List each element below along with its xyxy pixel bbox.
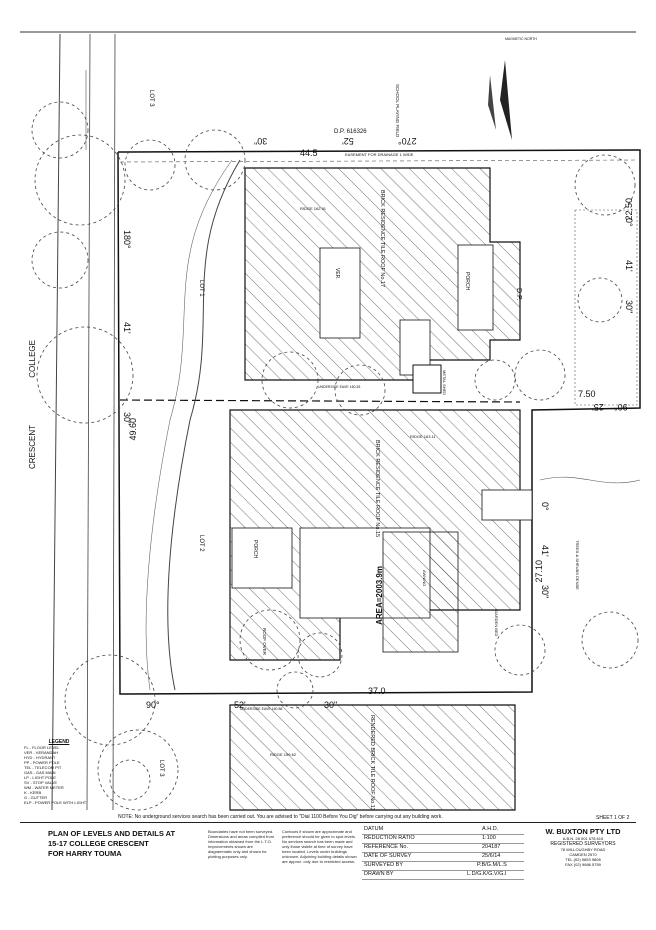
- ridge-label: RIDGE 159.62: [270, 752, 297, 757]
- underside-eave-label: UNDERSIDE EAVE 160.53: [318, 385, 361, 389]
- title-block: PLAN OF LEVELS AND DETAILS AT 15-17 COLL…: [20, 822, 636, 901]
- bearing-bottom-sec: 30": [324, 700, 338, 710]
- legend-item: LP - LIGHT POLE: [24, 775, 56, 780]
- building-13-label: RENDERED BRICK TILE ROOF No.13: [369, 715, 375, 811]
- sheet-number: SHEET 1 OF 2: [596, 815, 630, 821]
- company-block: W. BUXTON PTY LTD A.B.N. 28 001 678 615 …: [530, 827, 636, 867]
- underside-eave-label: UNDERSIDE EAVE 160.86: [240, 707, 283, 711]
- bearing-left-sec: 30": [122, 412, 132, 426]
- trees-label: TREES & SHRUBS DENSE: [575, 540, 580, 590]
- bearing-left-min: 41': [122, 322, 132, 334]
- north-label: MAGNETIC NORTH: [505, 37, 537, 41]
- bearing-right-lower: 0°: [540, 502, 550, 511]
- awning-label: AWNING: [422, 570, 427, 587]
- bearing-top-sec: 30": [254, 136, 268, 146]
- metal-shed: [412, 364, 442, 394]
- area-label: AREA=2003.9m: [375, 566, 384, 625]
- building-17-label: BRICK RESIDENCE TILE ROOF No.17: [379, 190, 385, 288]
- kerb-line: [51, 33, 61, 811]
- porch-label: PORCH: [252, 540, 258, 559]
- length-bottom: 37.0: [368, 686, 386, 696]
- company-address: 78 WILLOUGHBY ROAD: [560, 847, 606, 852]
- bearing-top: 270°: [398, 136, 417, 146]
- legend-item: GAS - GAS MAIN: [24, 770, 56, 775]
- company-address: CAMDEN 2570: [569, 852, 597, 857]
- legend-item: K - KERB: [24, 790, 42, 795]
- bearing-right-upper-min: 41': [624, 260, 634, 272]
- easement-label: EASEMENT FOR DRAINAGE 1 WIDE: [345, 152, 414, 157]
- street-name-college: COLLEGE: [28, 340, 37, 378]
- company-tel: TEL (02) 9653 9808: [565, 857, 601, 862]
- ridge-label: RIDGE 162.91: [300, 206, 327, 211]
- bearing-bottom-min: 52': [234, 700, 246, 710]
- legend-item: VER - VERANDAH: [24, 750, 59, 755]
- lot-label: LOT 2: [198, 535, 204, 552]
- length-top: 44.5: [300, 148, 318, 158]
- plan-title: PLAN OF LEVELS AND DETAILS AT 15-17 COLL…: [48, 829, 198, 859]
- title-line: 15-17 COLLEGE CRESCENT: [48, 839, 149, 848]
- legend-item: HYD - HYDRANT: [24, 755, 56, 760]
- ridge-label: RIDGE 163.11: [410, 434, 436, 439]
- roof-over-label: ROOF OVER: [262, 628, 267, 656]
- north-arrow: [488, 60, 512, 140]
- lot-label: LOT 1: [198, 280, 204, 297]
- legend-item: SV - STOP VALVE: [24, 780, 58, 785]
- building-13: [229, 704, 516, 811]
- porch-label: PORCH: [464, 272, 470, 291]
- footpath-line: [86, 33, 91, 811]
- building-17: [244, 167, 521, 381]
- legend-item: PP - POWER POLE: [24, 760, 60, 765]
- bearing-bottom: 90°: [146, 700, 160, 710]
- company-name: W. BUXTON PTY LTD: [545, 827, 621, 836]
- shed-label: METAL SHED: [442, 370, 447, 396]
- garden-bed-label: GARDEN BED: [494, 610, 499, 637]
- boundary-line: [117, 149, 641, 695]
- dp-right-label: D.P.: [515, 288, 522, 301]
- title-line: PLAN OF LEVELS AND DETAILS AT: [48, 829, 176, 838]
- legend-title: LEGEND: [48, 739, 70, 745]
- bearing-right-mid-min: 25': [592, 402, 604, 412]
- trees: [31, 101, 639, 811]
- bearing-top-min: 52': [342, 136, 354, 146]
- field-reference: REFERENCE No.204187: [362, 843, 524, 853]
- legend-item: FL - FLOOR LEVEL: [24, 745, 60, 750]
- dp-label: D.P. 616326: [334, 129, 367, 135]
- legend-item: G - GUTTER: [24, 795, 48, 800]
- bearing-right-lower-min: 41': [540, 545, 550, 557]
- school-field-label: SCHOOL PLAYING FIELD: [395, 84, 400, 138]
- bearing-right-mid-sec: 90°: [614, 402, 628, 412]
- length-left: 49.60: [128, 418, 138, 441]
- street-name-crescent: CRESCENT: [28, 425, 37, 470]
- bearing-right-lower-sec: 30": [540, 585, 550, 599]
- company-role: REGISTERED SURVEYORS: [550, 841, 616, 847]
- legend: LEGEND FL - FLOOR LEVEL VER - VERANDAH H…: [24, 739, 94, 806]
- disclaimer-boundaries: Boundaries have not been surveyed. Dimen…: [208, 829, 275, 859]
- company-fax: FAX (02) 9686 5759: [565, 862, 601, 867]
- verandah-label: VER.: [334, 268, 340, 280]
- bearing-left: 180°: [122, 230, 132, 249]
- bearing-right-upper: 0°: [624, 218, 634, 227]
- company-abn: A.B.N. 28 001 678 615: [562, 836, 604, 841]
- legend-item: WM - WATER METER: [24, 785, 64, 790]
- lot-label: LOT 3: [148, 90, 154, 107]
- bearing-right-upper-sec: 30": [624, 300, 634, 314]
- length-right-lower: 27.10: [534, 560, 544, 583]
- building-15-label: BRICK RESIDENCE TILE ROOF No.15: [374, 440, 380, 538]
- length-right-mid: 7.50: [578, 389, 596, 399]
- legend-item: ELP - POWER POLE WITH LIGHT: [24, 800, 87, 805]
- disclaimer-contours: Contours if shown are approximate and pr…: [282, 829, 357, 864]
- lot-label: LOT 3: [158, 760, 164, 777]
- services-note: NOTE: No underground services search has…: [118, 814, 443, 820]
- title-line: FOR HARRY TOUMA: [48, 849, 122, 858]
- legend-item: TEL - TELECOM PIT: [24, 765, 62, 770]
